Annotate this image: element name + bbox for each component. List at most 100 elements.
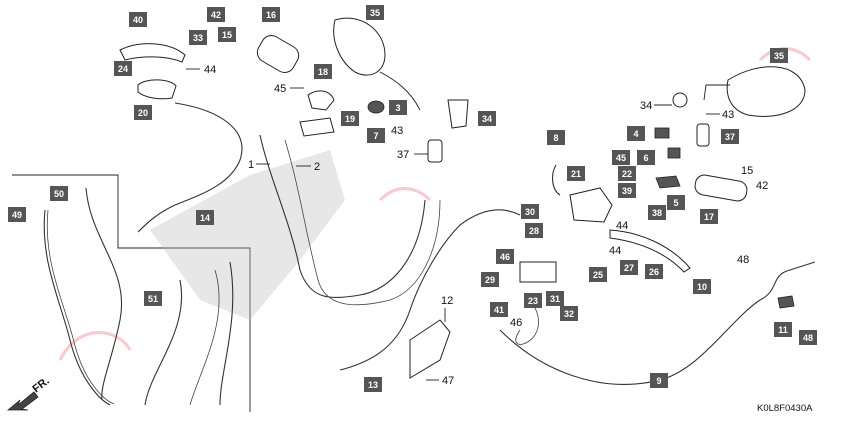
callout-49[interactable]: 49 — [8, 207, 26, 222]
callout-44-left[interactable]: 44 — [204, 64, 216, 76]
callout-26[interactable]: 26 — [645, 264, 663, 279]
svg-text:45: 45 — [616, 153, 626, 163]
svg-text:48: 48 — [803, 333, 813, 343]
svg-text:28: 28 — [529, 226, 539, 236]
callout-43-right[interactable]: 43 — [722, 109, 734, 121]
callout-37-left[interactable]: 37 — [397, 149, 409, 161]
callout-4[interactable]: 4 — [627, 126, 645, 141]
svg-text:13: 13 — [368, 380, 378, 390]
callout-36[interactable]: 35 — [770, 48, 788, 63]
svg-text:15: 15 — [222, 30, 232, 40]
callout-2[interactable]: 2 — [314, 161, 320, 173]
svg-text:26: 26 — [649, 267, 659, 277]
callout-3[interactable]: 3 — [389, 100, 407, 115]
callout-46-top[interactable]: 46 — [496, 249, 514, 264]
callout-46-bottom[interactable]: 46 — [510, 317, 522, 329]
callout-7[interactable]: 7 — [367, 128, 385, 143]
callout-22[interactable]: 22 — [618, 166, 636, 181]
callout-48-bottom[interactable]: 48 — [799, 330, 817, 345]
callout-47[interactable]: 47 — [442, 375, 454, 387]
svg-text:22: 22 — [622, 169, 632, 179]
svg-text:6: 6 — [643, 153, 648, 163]
callout-10[interactable]: 10 — [693, 279, 711, 294]
callout-44-mid[interactable]: 44 — [616, 220, 628, 232]
svg-text:25: 25 — [593, 270, 603, 280]
parts — [119, 17, 806, 379]
callout-13[interactable]: 13 — [364, 377, 382, 392]
callout-30[interactable]: 30 — [521, 204, 539, 219]
svg-text:7: 7 — [373, 131, 378, 141]
callout-34-left[interactable]: 34 — [478, 111, 496, 126]
callout-39[interactable]: 39 — [618, 183, 636, 198]
svg-text:4: 4 — [633, 129, 638, 139]
callout-32[interactable]: 32 — [560, 306, 578, 321]
callout-31[interactable]: 31 — [546, 291, 564, 306]
callout-18[interactable]: 18 — [314, 64, 332, 79]
callout-23[interactable]: 23 — [524, 293, 542, 308]
callout-6[interactable]: 6 — [637, 150, 655, 165]
shaded-area — [150, 150, 345, 320]
callout-41[interactable]: 41 — [490, 302, 508, 317]
svg-text:11: 11 — [778, 325, 788, 335]
callout-14[interactable]: 14 — [196, 210, 214, 225]
svg-text:31: 31 — [550, 294, 560, 304]
svg-text:17: 17 — [704, 212, 714, 222]
callout-16[interactable]: 16 — [262, 7, 280, 22]
callout-27[interactable]: 27 — [620, 260, 638, 275]
callout-15[interactable]: 15 — [218, 27, 236, 42]
svg-text:21: 21 — [571, 169, 581, 179]
callout-9[interactable]: 9 — [650, 373, 668, 388]
callout-29[interactable]: 29 — [481, 272, 499, 287]
callout-34-right[interactable]: 34 — [640, 100, 652, 112]
callout-42[interactable]: 42 — [207, 7, 225, 22]
callout-17[interactable]: 17 — [700, 209, 718, 224]
callout-38[interactable]: 38 — [648, 205, 666, 220]
callout-37-right[interactable]: 37 — [721, 129, 739, 144]
svg-text:41: 41 — [494, 305, 504, 315]
callout-25[interactable]: 25 — [589, 267, 607, 282]
callout-15-right[interactable]: 15 — [741, 165, 753, 177]
front-direction-arrow: FR. — [6, 375, 52, 411]
svg-text:42: 42 — [211, 10, 221, 20]
svg-text:29: 29 — [485, 275, 495, 285]
watermark-logo — [58, 46, 812, 361]
callout-24[interactable]: 24 — [114, 61, 132, 76]
svg-text:35: 35 — [774, 51, 784, 61]
plain-callouts: 44 45 43 37 1 2 34 43 15 42 44 44 46 12 … — [186, 64, 768, 387]
callout-5[interactable]: 5 — [667, 195, 685, 210]
svg-text:27: 27 — [624, 263, 634, 273]
svg-text:8: 8 — [553, 133, 558, 143]
svg-text:5: 5 — [673, 198, 678, 208]
svg-text:23: 23 — [528, 296, 538, 306]
callout-35-left[interactable]: 35 — [366, 5, 384, 20]
callout-50[interactable]: 50 — [50, 186, 68, 201]
callout-51[interactable]: 51 — [144, 291, 162, 306]
inset-frame — [12, 174, 251, 412]
svg-text:46: 46 — [500, 252, 510, 262]
callout-20[interactable]: 20 — [134, 105, 152, 120]
svg-text:39: 39 — [622, 186, 632, 196]
callout-21[interactable]: 21 — [567, 166, 585, 181]
cables — [43, 102, 816, 406]
callout-42-right[interactable]: 42 — [756, 180, 768, 192]
callout-45-right[interactable]: 45 — [612, 150, 630, 165]
callout-28[interactable]: 28 — [525, 223, 543, 238]
callout-44-lower[interactable]: 44 — [609, 245, 621, 257]
svg-text:20: 20 — [138, 108, 148, 118]
callout-11[interactable]: 11 — [774, 322, 792, 337]
callout-8[interactable]: 8 — [547, 130, 565, 145]
callout-48-top[interactable]: 48 — [737, 254, 749, 266]
svg-text:18: 18 — [318, 67, 328, 77]
svg-text:35: 35 — [370, 8, 380, 18]
callout-12[interactable]: 12 — [441, 295, 453, 307]
svg-text:38: 38 — [652, 208, 662, 218]
callout-33[interactable]: 33 — [189, 30, 207, 45]
svg-text:40: 40 — [133, 15, 143, 25]
callout-40[interactable]: 40 — [129, 12, 147, 27]
svg-text:24: 24 — [118, 64, 128, 74]
callout-19[interactable]: 19 — [341, 111, 359, 126]
callout-43-left[interactable]: 43 — [391, 125, 403, 137]
callout-45-left[interactable]: 45 — [274, 83, 286, 95]
callout-1[interactable]: 1 — [248, 159, 254, 171]
